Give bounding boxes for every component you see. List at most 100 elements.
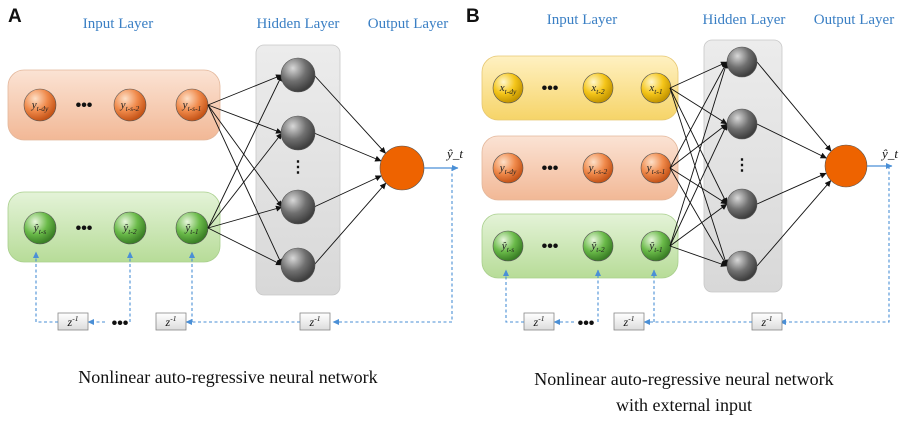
yhat-input-node-label: ŷt-1 [184, 222, 198, 236]
output-node [379, 145, 425, 191]
x-input-node [492, 72, 524, 104]
output-label: ŷ_t [880, 146, 898, 161]
connection-arrow [207, 104, 283, 208]
connection-arrow [669, 167, 728, 267]
hidden-layer-group [255, 44, 341, 296]
panel-b-letter: B [466, 6, 480, 27]
output-node [824, 144, 868, 188]
y-row-ellipsis: ••• [542, 160, 559, 177]
hidden-ellipsis: ⋮ [290, 159, 306, 176]
delay-block-z-1: z-1 [751, 312, 783, 331]
x-row-ellipsis: ••• [542, 80, 559, 97]
y-input-node-label: yt-s-2 [588, 162, 608, 176]
connection-arrow [756, 123, 827, 159]
delay-block-z-1: z-1 [613, 312, 645, 331]
hidden-node [280, 115, 316, 151]
x-input-node-label: xt-2 [590, 82, 604, 96]
connection-arrow [313, 132, 382, 162]
connection-arrow [669, 123, 728, 247]
y-input-node-label: yt-dy [499, 162, 517, 176]
yhat-row-ellipsis: ••• [542, 238, 559, 255]
caption-a: Nonlinear auto-regressive neural network [78, 367, 377, 387]
feedback-line [332, 168, 453, 325]
delay-block-z-1: z-1 [57, 312, 89, 331]
hidden-ellipsis: ⋮ [734, 157, 750, 174]
connection-arrow [669, 87, 729, 267]
panel-a: A Input Layer Hidden Layer Output Layer yt-d… [7, 6, 463, 387]
input-layer-label: Input Layer [547, 12, 617, 28]
connection-arrow [756, 172, 827, 205]
hidden-node [726, 46, 758, 78]
feedback-line [779, 166, 890, 325]
yhat-input-group [481, 213, 679, 279]
x-input-group [481, 55, 679, 121]
delay-block-label: z-1 [67, 314, 79, 329]
delay-block-z-1: z-1 [155, 312, 187, 331]
panel-b: B Input Layer Hidden Layer Output Layer xt-d… [466, 6, 898, 415]
delay-ellipsis: ••• [112, 315, 129, 332]
delay-block-z-1: z-1 [299, 312, 331, 331]
connection-arrow [669, 245, 728, 267]
connection-arrow [669, 203, 728, 247]
hidden-node [280, 247, 316, 283]
yhat-input-node-label: ŷt-s [501, 240, 514, 254]
connection-arrow [669, 61, 728, 89]
delay-block-label: z-1 [309, 314, 321, 329]
hidden-layer-label: Hidden Layer [257, 16, 340, 32]
output-layer-label: Output Layer [368, 16, 448, 32]
connection-arrow [207, 132, 283, 229]
connection-arrow [669, 61, 729, 247]
feedback-line [503, 269, 524, 323]
connection-arrow [669, 123, 728, 169]
delay-block-label: z-1 [623, 314, 635, 329]
yhat-input-node-label: ŷt-2 [122, 222, 136, 236]
yhat-input-node-label: ŷt-1 [648, 240, 662, 254]
yhat-row-ellipsis: ••• [76, 220, 93, 237]
delay-ellipsis: ••• [578, 315, 595, 332]
connection-arrow [313, 74, 386, 154]
connection-arrow [207, 104, 283, 134]
hidden-node [726, 108, 758, 140]
y-input-node [23, 88, 57, 122]
delay-block-box [613, 312, 645, 331]
connection-arrow [313, 182, 387, 266]
feedback-line [33, 251, 58, 323]
delay-block-label: z-1 [165, 314, 177, 329]
connection-arrow [669, 61, 728, 169]
connection-arrow [207, 205, 283, 229]
connection-arrow [756, 61, 832, 152]
delay-block-label: z-1 [533, 314, 545, 329]
y-input-node-label: yt-dy [31, 99, 49, 113]
connection-arrow [207, 74, 283, 106]
hidden-layer-label: Hidden Layer [703, 12, 786, 28]
connection-arrow [669, 87, 728, 125]
delay-block-z-1: z-1 [523, 312, 555, 331]
x-input-node-label: xt-1 [648, 82, 662, 96]
y-input-node [492, 152, 524, 184]
delay-block-box [155, 312, 187, 331]
input-layer-label: Input Layer [83, 16, 153, 32]
connection-arrow [313, 175, 382, 208]
y-input-node-label: yt-s-1 [182, 99, 202, 113]
hidden-node [280, 189, 316, 225]
hidden-node [726, 250, 758, 282]
hidden-node [280, 57, 316, 93]
connection-arrow [207, 74, 283, 229]
delay-block-label: z-1 [761, 314, 773, 329]
output-label: ŷ_t [445, 146, 463, 161]
caption-b-line1: Nonlinear auto-regressive neural network [534, 369, 833, 389]
x-input-node [582, 72, 614, 104]
connection-arrow [756, 180, 832, 267]
y-input-group [481, 135, 679, 201]
panel-a-letter: A [8, 6, 22, 27]
output-layer-label: Output Layer [814, 12, 894, 28]
yhat-input-node [492, 230, 524, 262]
caption-b-line2: with external input [616, 395, 752, 415]
yhat-input-node [23, 211, 57, 245]
x-input-node-label: xt-dy [499, 82, 517, 96]
y-input-node [113, 88, 147, 122]
yhat-input-node-label: ŷt-2 [590, 240, 604, 254]
y-row-ellipsis: ••• [76, 97, 93, 114]
hidden-node [726, 188, 758, 220]
